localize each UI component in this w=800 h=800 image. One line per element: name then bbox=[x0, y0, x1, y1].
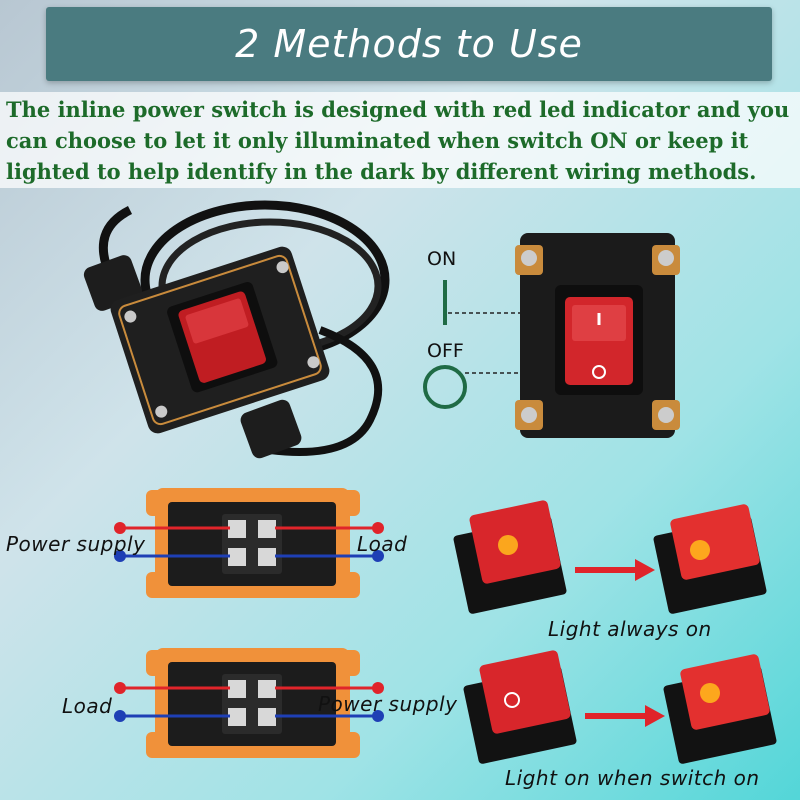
wiring-2-left-label: Load bbox=[62, 694, 113, 718]
wiring-1-right-label: Load bbox=[357, 532, 408, 556]
description-text: The inline power switch is designed with… bbox=[6, 97, 790, 184]
wiring-1-left-label: Power supply bbox=[6, 532, 146, 556]
description-background bbox=[0, 92, 800, 188]
off-label: OFF bbox=[427, 340, 464, 362]
wiring-2-result-label: Light on when switch on bbox=[505, 766, 760, 790]
rocker-switch-row-1 bbox=[453, 500, 767, 614]
wiring-1-result-label: Light always on bbox=[548, 617, 712, 641]
title-banner: 2 Methods to Use bbox=[46, 7, 772, 81]
product-image bbox=[83, 200, 390, 459]
rocker-switch-row-2 bbox=[463, 650, 777, 764]
wiring-diagram-1 bbox=[114, 488, 384, 598]
wiring-2-right-label: Power supply bbox=[318, 692, 458, 716]
wiring-diagram-2 bbox=[114, 648, 384, 758]
page-title: 2 Methods to Use bbox=[235, 22, 583, 66]
on-label: ON bbox=[427, 248, 457, 270]
switch-front-image bbox=[515, 233, 680, 438]
